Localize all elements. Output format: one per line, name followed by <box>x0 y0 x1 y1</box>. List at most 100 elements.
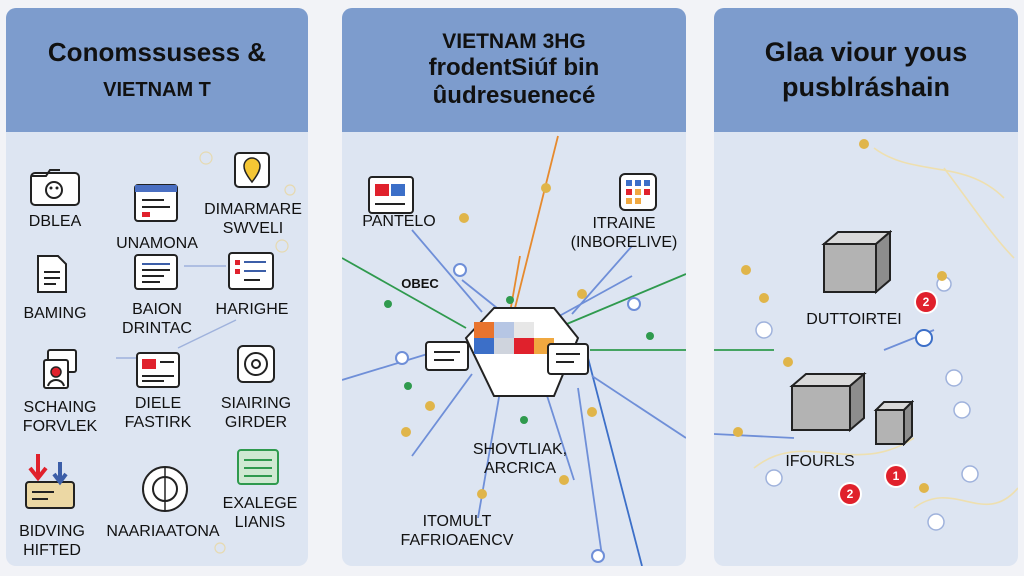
image-card-icon <box>136 352 180 388</box>
panel-header: Glaa viour yous pusblráshain <box>714 8 1018 132</box>
safe-dial-icon <box>237 345 275 383</box>
node-marker <box>919 483 929 493</box>
connector-line <box>551 275 633 321</box>
label-naariaatona: NAARIAATONA <box>106 523 220 540</box>
decor-doodle <box>214 542 226 554</box>
decor-curve <box>873 147 1005 199</box>
coin-icon <box>142 466 188 512</box>
browser-window-icon <box>134 184 178 222</box>
node-marker <box>401 427 411 437</box>
node-marker <box>587 407 597 417</box>
download-arrows-icon <box>25 454 75 509</box>
node-marker <box>404 382 412 390</box>
connector-line <box>591 375 686 439</box>
connector-line <box>342 351 435 381</box>
panel-considerations: Conomssusess & VIETNAM T <box>6 8 308 566</box>
label-shovtliak: SHOVTLIAK,ARCRICA <box>472 441 568 478</box>
node-marker <box>591 549 605 563</box>
box-icon <box>873 400 914 446</box>
decor-doodle <box>199 151 213 165</box>
label-obec: OBEC <box>401 276 439 291</box>
decor-curve <box>913 487 1018 509</box>
node-marker <box>425 401 435 411</box>
node-marker <box>384 300 392 308</box>
decor-doodle <box>275 239 289 253</box>
panel-header: VIETNAM 3HG frodentSiúf bin ûudresuenecé <box>342 8 686 132</box>
node-marker <box>765 469 783 487</box>
node-marker <box>733 427 743 437</box>
panel-vietnam-hub: VIETNAM 3HG frodentSiúf bin ûudresuenecé <box>342 8 686 566</box>
label-itraine: ITRAINE(INBORELIVE) <box>570 215 678 252</box>
node-marker <box>915 329 933 347</box>
decor-doodle <box>284 184 296 196</box>
connector-line <box>461 279 503 313</box>
decor-curve <box>753 437 915 469</box>
node-marker <box>559 475 569 485</box>
text-card-icon <box>134 254 178 290</box>
photo-card-icon <box>368 176 414 214</box>
node-marker <box>945 369 963 387</box>
panel-1-connectors <box>116 151 296 554</box>
label-harighe: HARIGHE <box>215 301 289 318</box>
node-marker <box>783 357 793 367</box>
panel-3-connectors <box>714 139 1018 531</box>
node-marker <box>759 293 769 303</box>
node-marker <box>741 265 751 275</box>
label-baming: BAMING <box>23 305 87 322</box>
node-marker <box>859 139 869 149</box>
node-marker <box>927 513 945 531</box>
panel-title-line: ûudresuenecé <box>432 82 596 110</box>
label-ifourls: IFOURLS <box>785 453 855 470</box>
central-hub-icon <box>425 307 589 397</box>
connector-line <box>561 273 686 327</box>
list-card-icon <box>228 252 274 290</box>
node-marker <box>453 263 467 277</box>
panel-title-line: VIETNAM 3HG <box>442 30 586 54</box>
panel-title-line: pusblráshain <box>781 72 951 102</box>
document-icon <box>37 255 67 293</box>
node-marker <box>577 289 587 299</box>
connector-line <box>411 229 483 313</box>
character-stack-icon <box>43 349 77 389</box>
label-unamona: UNAMONA <box>116 235 198 252</box>
node-marker <box>459 213 469 223</box>
folder-face-icon <box>30 169 80 206</box>
node-marker <box>477 489 487 499</box>
connector-line <box>342 257 467 329</box>
connector-line <box>177 319 237 349</box>
connector-line <box>411 373 473 457</box>
node-marker <box>506 296 514 304</box>
label-pantelo: PANTELO <box>362 213 436 230</box>
panel-title-line: VIETNAM T <box>103 79 211 102</box>
connector-line <box>587 357 643 566</box>
hub-connectors <box>342 135 686 566</box>
node-marker <box>395 351 409 365</box>
notification-badge: 2 <box>916 292 936 312</box>
node-marker <box>541 183 551 193</box>
node-marker <box>627 297 641 311</box>
connector-line <box>714 433 795 439</box>
node-marker <box>646 332 654 340</box>
panel-title-line: Glaa viour yous <box>764 36 968 67</box>
connector-line <box>577 387 603 557</box>
node-marker <box>755 321 773 339</box>
box-icon <box>789 372 867 433</box>
calendar-grid-icon <box>619 173 657 211</box>
node-marker <box>961 465 979 483</box>
node-marker <box>937 271 947 281</box>
connector-line <box>509 135 559 329</box>
panel-header: Conomssusess & VIETNAM T <box>6 8 308 132</box>
label-dblea: DBLEA <box>28 213 82 230</box>
server-rack-icon <box>237 449 279 485</box>
notification-badge: 1 <box>886 466 906 486</box>
box-icon <box>821 230 892 295</box>
label-duttoirtei: DUTTOIRTEI <box>806 311 902 328</box>
